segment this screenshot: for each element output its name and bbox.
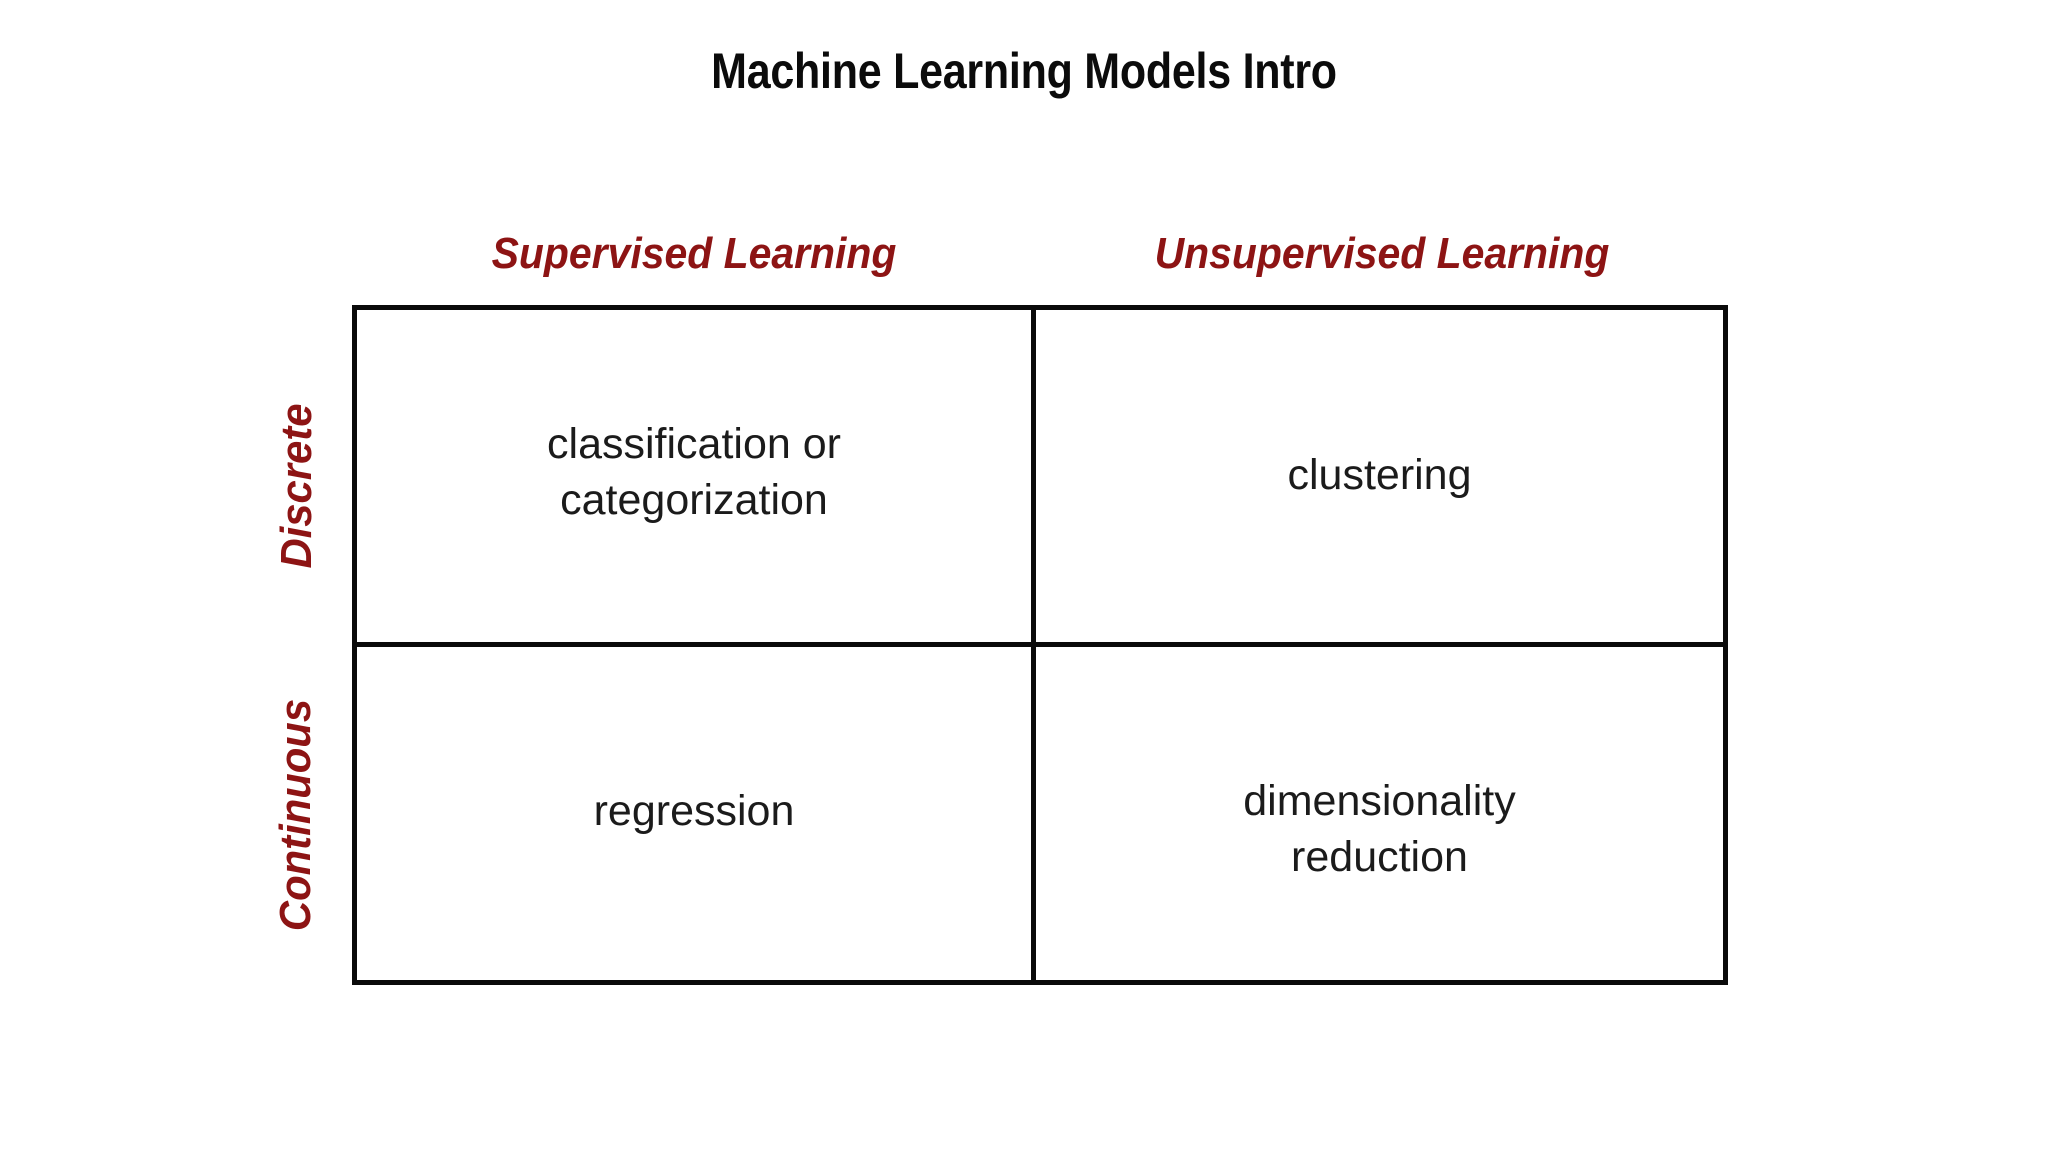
ml-models-matrix: classification or categorization cluster… bbox=[352, 305, 1728, 985]
row-header-discrete: Discrete bbox=[272, 403, 321, 569]
matrix-cell-continuous-unsupervised: dimensionality reduction bbox=[1243, 776, 1516, 881]
row-header-continuous: Continuous bbox=[271, 698, 320, 932]
matrix-cell-discrete-unsupervised: clustering bbox=[1287, 451, 1472, 499]
column-header-supervised-learning: Supervised Learning bbox=[491, 229, 897, 278]
matrix-row-discrete: classification or categorization cluster… bbox=[357, 310, 1723, 647]
matrix-cell-discrete-supervised: classification or categorization bbox=[357, 310, 1036, 642]
matrix-row-continuous: regression dimensionality reduction bbox=[357, 647, 1723, 980]
column-header-unsupervised-learning: Unsupervised Learning bbox=[1154, 229, 1610, 278]
page-title: Machine Learning Models Intro bbox=[711, 43, 1337, 99]
matrix-cell-continuous-supervised: regression bbox=[357, 647, 1036, 980]
